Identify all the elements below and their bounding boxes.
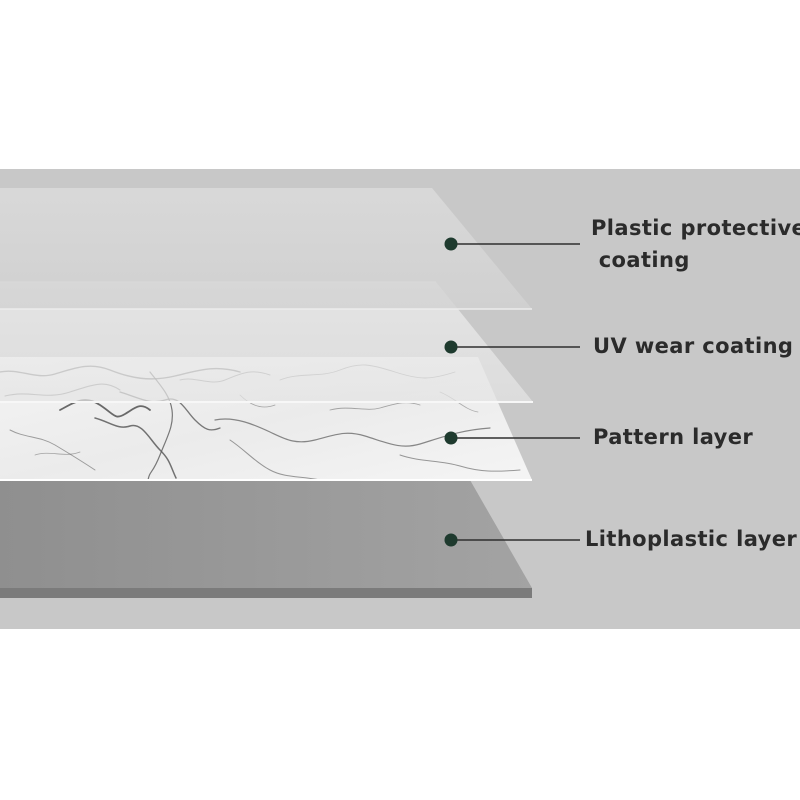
label-plastic-protective-coating: Plastic protective coating	[591, 216, 800, 272]
callout-dot-icon	[444, 237, 458, 251]
uv-coating-sheet	[0, 282, 533, 402]
callout-dot-icon	[444, 340, 458, 354]
callout-plastic	[444, 237, 580, 251]
callout-dot-icon	[444, 533, 458, 547]
lithoplastic-edge	[0, 588, 532, 598]
callout-uv	[444, 340, 580, 354]
plastic-coating-sheet	[0, 188, 532, 309]
callout-pattern	[444, 431, 580, 445]
label-uv-wear-coating: UV wear coating	[593, 334, 794, 358]
callout-dot-icon	[444, 431, 458, 445]
lithoplastic-sheet	[0, 480, 532, 588]
callout-litho	[444, 533, 580, 547]
label-pattern-layer: Pattern layer	[593, 425, 754, 449]
label-lithoplastic-layer: Lithoplastic layer	[585, 527, 798, 551]
